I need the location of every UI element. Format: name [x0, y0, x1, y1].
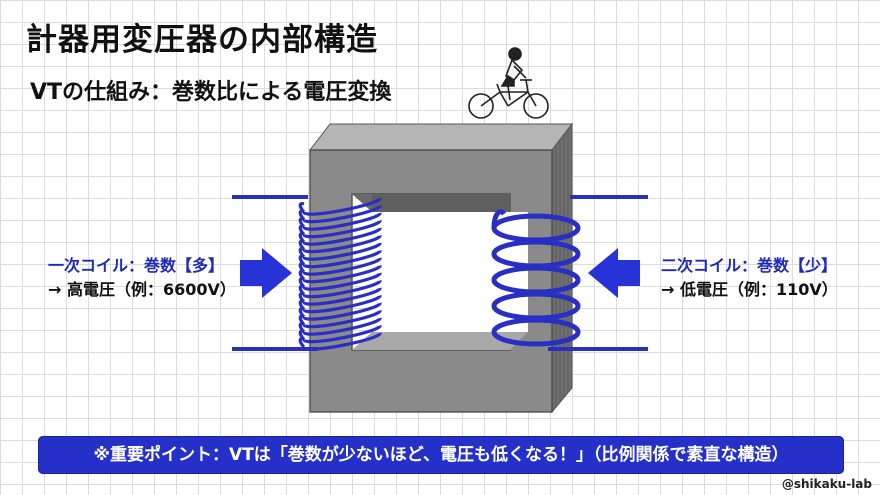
page-subtitle: VTの仕組み：巻数比による電圧変換 — [30, 80, 392, 105]
primary-coil-turn — [302, 308, 382, 329]
primary-coil-turn — [302, 233, 382, 254]
primary-coil-turn — [302, 203, 382, 224]
secondary-coil-lead — [491, 209, 507, 229]
primary-coil-turn — [302, 286, 382, 306]
left-arrow — [240, 248, 292, 298]
cyclist-illustration — [468, 47, 549, 119]
primary-coil-turn — [302, 293, 382, 314]
secondary-coil-turn — [491, 317, 581, 347]
primary-coil-title: 一次コイル：巻数【多】 — [48, 256, 225, 275]
primary-coil-turn — [302, 271, 382, 291]
primary-coil-turn — [302, 211, 382, 231]
primary-coil-turn — [302, 226, 382, 246]
primary-coil-turn-back — [298, 337, 306, 349]
secondary-wires — [548, 195, 648, 351]
secondary-coil-title: 二次コイル：巻数【少】 — [661, 256, 838, 275]
primary-coil-turn — [302, 278, 382, 299]
key-point-banner: ※重要ポイント：VTは「巻数が少ないほど、電圧も低くなる！」（比例関係で素直な構… — [38, 436, 844, 474]
secondary-coil-voltage: → 低電圧（例：110V） — [661, 280, 838, 299]
primary-coil-turn — [302, 241, 382, 261]
primary-coil-turn — [302, 331, 382, 351]
primary-coil-turn — [302, 301, 382, 321]
primary-coil-label: 一次コイル：巻数【多】 → 高電圧（例：6600V） — [48, 254, 236, 302]
primary-coil-turn — [302, 218, 382, 239]
primary-coil — [298, 196, 382, 351]
primary-coil-turn — [302, 316, 382, 336]
primary-coil-turn — [302, 323, 382, 344]
primary-coil-turn — [302, 263, 382, 284]
right-arrow — [588, 248, 640, 298]
secondary-coil-label: 二次コイル：巻数【少】 → 低電圧（例：110V） — [661, 254, 838, 302]
watermark: @shikaku-lab — [781, 477, 872, 491]
page-title: 計器用変圧器の内部構造 — [26, 22, 378, 58]
secondary-coil — [491, 209, 581, 347]
primary-coil-turn — [302, 196, 382, 216]
primary-coil-turn — [302, 248, 382, 269]
primary-coil-voltage: → 高電圧（例：6600V） — [48, 280, 236, 299]
primary-coil-turn — [302, 256, 382, 276]
